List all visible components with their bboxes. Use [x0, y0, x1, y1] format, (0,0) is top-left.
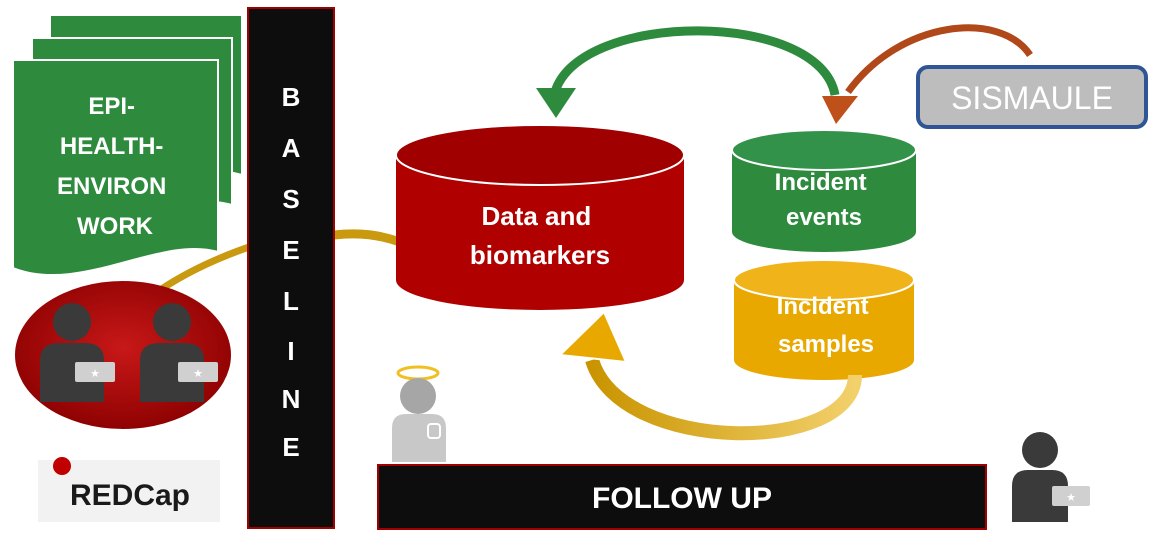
baseline-letter-e: E — [282, 235, 300, 265]
svg-text:Data and biomarkers: Data and biomarkers — [470, 201, 610, 270]
database-line-1: Data and — [481, 201, 591, 231]
documents-line-1: EPI- — [88, 93, 135, 120]
green-arrowhead — [536, 88, 576, 118]
user-laptop-icon: ★ — [40, 303, 115, 402]
incident-samples-line-1: Incident — [777, 293, 869, 320]
incident-events-line-1: Incident — [775, 169, 867, 196]
baseline-letter-n: N — [281, 384, 301, 414]
baseline-letter-a: A — [281, 133, 301, 163]
sismaule-box — [916, 65, 1148, 129]
incident-events-line-2: events — [786, 204, 862, 231]
svg-text:★: ★ — [193, 367, 203, 380]
gold-return-arrow — [585, 357, 862, 441]
incident-samples-cylinder — [733, 259, 915, 380]
baseline-letter-b: B — [281, 82, 301, 112]
redcap-logo — [38, 450, 220, 522]
follow-up-bar — [377, 464, 987, 530]
baseline-letter-s: S — [282, 184, 300, 214]
baseline-letter-i: I — [287, 336, 295, 366]
svg-text:EPI- HEALTH- ENVIRON: EPI- HEALTH- ENVIRON WORK — [57, 93, 173, 240]
connector-arc-right — [333, 229, 402, 247]
baseline-letter-l: L — [283, 286, 299, 316]
documents-line-4: WORK — [77, 213, 154, 240]
follow-up-label: FOLLOW UP — [592, 482, 772, 515]
svg-text:★: ★ — [1066, 491, 1076, 504]
documents-line-3: ENVIRON — [57, 173, 166, 200]
user-laptop-icon: ★ — [1012, 432, 1090, 522]
circular-arrow-icon — [550, 26, 840, 97]
sismaule-arrow — [845, 24, 1033, 95]
documents-line-2: HEALTH- — [60, 133, 164, 160]
user-laptop-icon: ★ — [140, 303, 218, 402]
document-stack-icon — [12, 14, 243, 277]
svg-text:Incident events: Incident events — [775, 169, 874, 231]
redcap-label: REDCap — [70, 479, 190, 512]
connector-arc-left — [158, 241, 257, 293]
database-line-2: biomarkers — [470, 240, 610, 270]
baseline-letter-e2: E — [282, 432, 300, 462]
angel-patient-icon — [392, 365, 446, 462]
sismaule-label: SISMAULE — [951, 80, 1113, 116]
svg-text:Incident samples: Incident samples — [777, 293, 876, 358]
svg-text:★: ★ — [90, 367, 100, 380]
baseline-bar — [247, 7, 335, 529]
incident-samples-line-2: samples — [778, 331, 874, 358]
gold-arrowhead — [557, 310, 628, 364]
data-biomarkers-cylinder — [395, 124, 685, 310]
incident-events-cylinder — [731, 129, 917, 252]
brown-arrowhead — [822, 96, 858, 124]
